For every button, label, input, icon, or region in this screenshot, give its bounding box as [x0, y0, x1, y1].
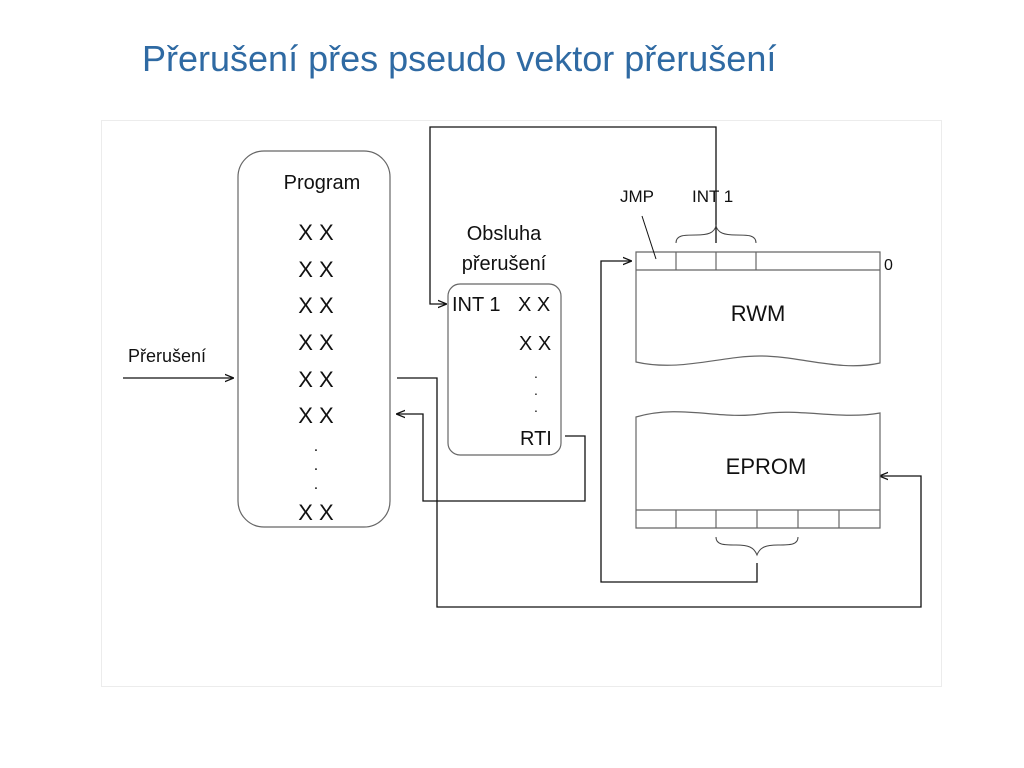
program-row-5: X X [298, 367, 334, 392]
rwm-label: RWM [731, 301, 786, 326]
handler-row-2: X X [519, 333, 551, 355]
program-row-3: X X [298, 293, 334, 318]
handler-dot-2: . [534, 382, 538, 398]
diagram-panel [101, 120, 942, 687]
handler-label-line2: přerušení [462, 253, 547, 275]
program-box [237, 150, 391, 528]
handler-entry-value: X X [518, 294, 550, 316]
jmp-label: JMP [620, 187, 654, 206]
program-row-2: X X [298, 257, 334, 282]
program-row-4: X X [298, 330, 334, 355]
handler-dot-1: . [534, 365, 538, 381]
vector-to-handler-line [429, 126, 717, 304]
program-last-row: X X [298, 500, 334, 525]
jmp-pointer [641, 215, 657, 260]
interrupt-label: Přerušení [128, 346, 206, 366]
int1-brace [675, 224, 757, 244]
handler-label-line1: Obsluha [467, 223, 542, 245]
rwm-address-zero: 0 [884, 257, 893, 274]
eprom-to-rwm-line [600, 261, 758, 583]
handler-dot-3: . [534, 399, 538, 415]
eprom-block [635, 411, 881, 529]
program-dot-3: . [314, 476, 318, 493]
handler-box [447, 283, 562, 456]
eprom-brace [715, 536, 799, 557]
program-label: Program [284, 172, 361, 194]
int1-label: INT 1 [692, 187, 733, 206]
handler-return-label: RTI [520, 428, 552, 450]
program-dot-1: . [314, 438, 318, 455]
program-dot-2: . [314, 457, 318, 474]
program-row-1: X X [298, 220, 334, 245]
page-title: Přerušení přes pseudo vektor přerušení [142, 38, 777, 79]
rwm-block [635, 251, 881, 367]
eprom-label: EPROM [726, 454, 807, 479]
return-line [397, 414, 586, 502]
handler-entry-label: INT 1 [452, 294, 501, 316]
program-row-6: X X [298, 403, 334, 428]
jump-to-vector-line [397, 377, 922, 608]
